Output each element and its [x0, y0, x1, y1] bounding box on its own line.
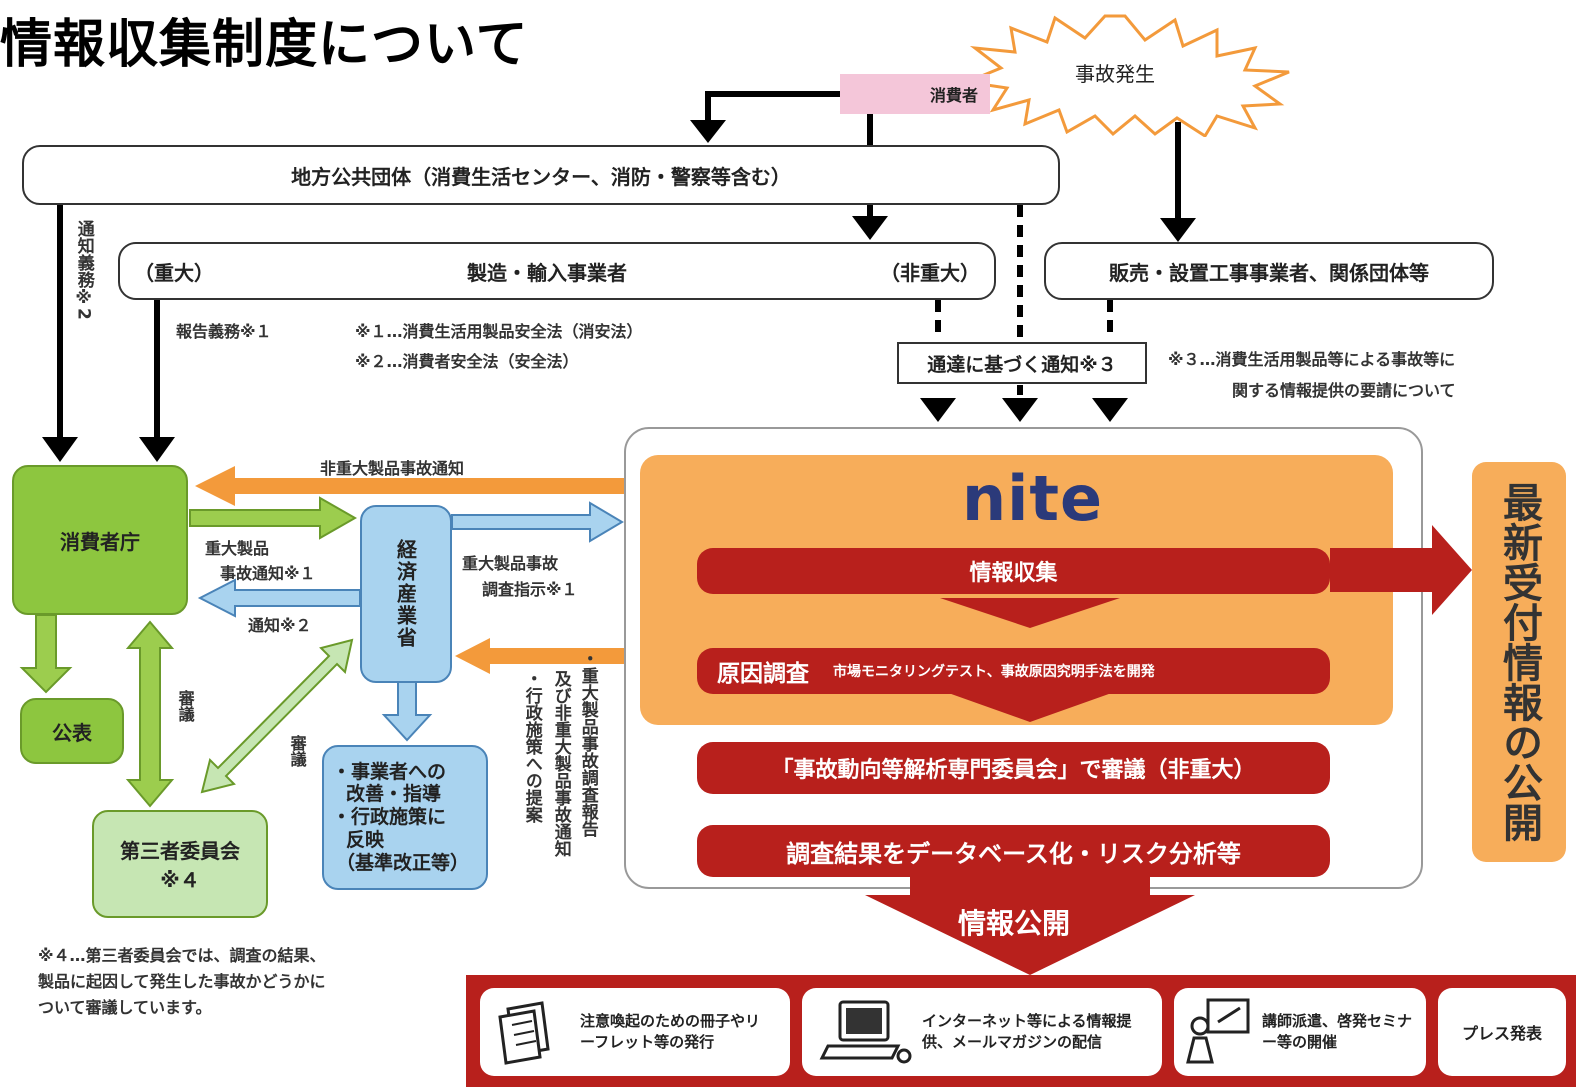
bottom-item-booklet-label: 注意喚起のための冊子やリーフレット等の発行 [580, 1012, 761, 1051]
note1-text: ※１…消費生活用製品安全法（消安法） [355, 322, 643, 341]
serious-investigation-line1: 重大製品事故 [462, 554, 559, 573]
arrow-caa-to-meti [189, 496, 358, 540]
note2-text: ※２…消費者安全法（安全法） [355, 352, 579, 371]
nonserious-notice-text: 非重大製品事故通知 [320, 459, 465, 478]
report-duty-text: 報告義務※１ [176, 322, 272, 341]
retailer-label: 販売・設置工事事業者、関係団体等 [1109, 260, 1429, 285]
note3-line1: ※３…消費生活用製品等による事故等に [1168, 350, 1456, 369]
third-party-label: 第三者委員会 [120, 839, 240, 863]
info-publish-label: 情報公開 [958, 907, 1071, 940]
computer-icon [819, 1000, 912, 1064]
report-text-2: 及び非重大製品事故通知 [550, 670, 571, 857]
caa-label: 消費者庁 [60, 529, 140, 554]
meti-action-4: 反映 [346, 828, 385, 851]
third-party-note: ※４ [160, 868, 200, 892]
arrow-meti-to-caa [197, 578, 361, 618]
meti-box: 経済産業省 [360, 505, 452, 683]
arrow-to-latest-info [1330, 525, 1472, 615]
latest-info-box: 最新受付情報の公開 [1472, 462, 1566, 862]
info-publish-arrow [865, 870, 1195, 975]
arrow-meti-to-nite [451, 501, 624, 543]
database-bar: 調査結果をデータベース化・リスク分析等 [697, 825, 1330, 877]
arrow-caa-to-announce [19, 614, 73, 694]
teacher-icon [1186, 998, 1250, 1064]
notice2-text: 通知※２ [248, 616, 312, 635]
meti-action-2: 改善・指導 [346, 783, 442, 806]
consumer-label: 消費者 [929, 86, 978, 105]
local-gov-label: 地方公共団体（消費生活センター、消防・警察等含む） [291, 164, 791, 189]
note4-line1: ※４…第三者委員会では、調査の結果、 [38, 946, 326, 965]
note4-line2: 製品に起因して発生した事故かどうかに [38, 972, 326, 991]
meti-action-1: ・事業者への [332, 760, 447, 783]
bottom-item-seminar-label: 講師派遣、啓発セミナー等の開催 [1262, 1012, 1413, 1051]
page-title: 情報収集制度について [0, 15, 529, 75]
info-collect-bar: 情報収集 [697, 548, 1330, 594]
manufacturer-nonserious: （非重大） [880, 260, 980, 285]
bottom-item-internet-label: インターネット等による情報提供、メールマガジンの配信 [922, 1012, 1132, 1051]
arrow-meti-thirdparty [200, 638, 354, 794]
manufacturer-serious: （重大） [134, 260, 214, 285]
manufacturer-box: （重大） 製造・輸入事業者 （非重大） [118, 242, 996, 300]
arrow-nite-to-caa [195, 466, 625, 506]
serious-investigation-line2: 調査指示※１ [482, 580, 578, 599]
report-text-1: ・重大製品事故調査報告 [577, 650, 598, 837]
notify-duty-text: 通知義務※2 [73, 220, 94, 320]
booklet-icon [498, 1001, 550, 1065]
arrow-meti-to-actions [381, 679, 433, 742]
chevron-2 [940, 690, 1120, 722]
cause-investigation-bar: 原因調査 市場モニタリングテスト、事故原因究明手法を開発 [697, 648, 1330, 694]
latest-info-label: 最新受付情報の公開 [1496, 482, 1542, 842]
third-party-box: 第三者委員会 ※４ [92, 810, 268, 918]
bottom-item-press-label: プレス発表 [1461, 1024, 1542, 1043]
meti-action-3: ・行政施策に [332, 806, 447, 829]
note4-line3: ついて審議しています。 [38, 998, 212, 1017]
meti-actions-box: ・事業者への 改善・指導 ・行政施策に 反映 （基準改正等） [322, 745, 488, 890]
database-label: 調査結果をデータベース化・リスク分析等 [786, 839, 1241, 868]
committee-label: 「事故動向等解析専門委員会」で審議（非重大） [771, 758, 1256, 783]
meti-label: 経済産業省 [393, 539, 418, 649]
committee-bar: 「事故動向等解析専門委員会」で審議（非重大） [697, 742, 1330, 794]
bottom-item-booklet: 注意喚起のための冊子やリーフレット等の発行 [480, 988, 790, 1076]
chevron-1 [940, 598, 1120, 628]
arrow-nite-to-meti [455, 638, 625, 674]
cause-investigation-label: 原因調査 [717, 661, 809, 687]
tsutatsu-box: 通達に基づく通知※３ [897, 342, 1147, 384]
local-gov-box: 地方公共団体（消費生活センター、消防・警察等含む） [22, 145, 1060, 205]
consumer-box: 消費者 [840, 74, 990, 114]
tsutatsu-label: 通達に基づく通知※３ [927, 353, 1117, 376]
manufacturer-label: 製造・輸入事業者 [467, 260, 627, 285]
serious-notice-line1: 重大製品 [205, 539, 270, 558]
deliberation-text-1: 審議 [175, 690, 195, 722]
bottom-item-press: プレス発表 [1438, 988, 1566, 1076]
accident-label: 事故発生 [1075, 62, 1155, 86]
deliberation-text-2: 審議 [287, 735, 307, 767]
report-text-3: ・行政施策への提案 [521, 670, 542, 823]
announce-box: 公表 [20, 698, 124, 764]
bottom-item-internet: インターネット等による情報提供、メールマガジンの配信 [802, 988, 1162, 1076]
arrow-caa-thirdparty [125, 620, 175, 808]
bottom-item-seminar: 講師派遣、啓発セミナー等の開催 [1174, 988, 1426, 1076]
cause-investigation-sub: 市場モニタリングテスト、事故原因究明手法を開発 [833, 664, 1155, 680]
retailer-box: 販売・設置工事事業者、関係団体等 [1044, 242, 1494, 300]
meti-action-5: （基準改正等） [336, 851, 470, 874]
info-collect-label: 情報収集 [969, 561, 1058, 586]
note3-line2: 関する情報提供の要請について [1232, 381, 1456, 400]
nite-logo: nite [962, 462, 1104, 535]
serious-notice-line2: 事故通知※１ [220, 564, 316, 583]
caa-box: 消費者庁 [12, 465, 188, 615]
accident-burst [961, 14, 1290, 137]
arrow-consumer-to-localgov [705, 91, 845, 125]
announce-label: 公表 [52, 720, 92, 745]
